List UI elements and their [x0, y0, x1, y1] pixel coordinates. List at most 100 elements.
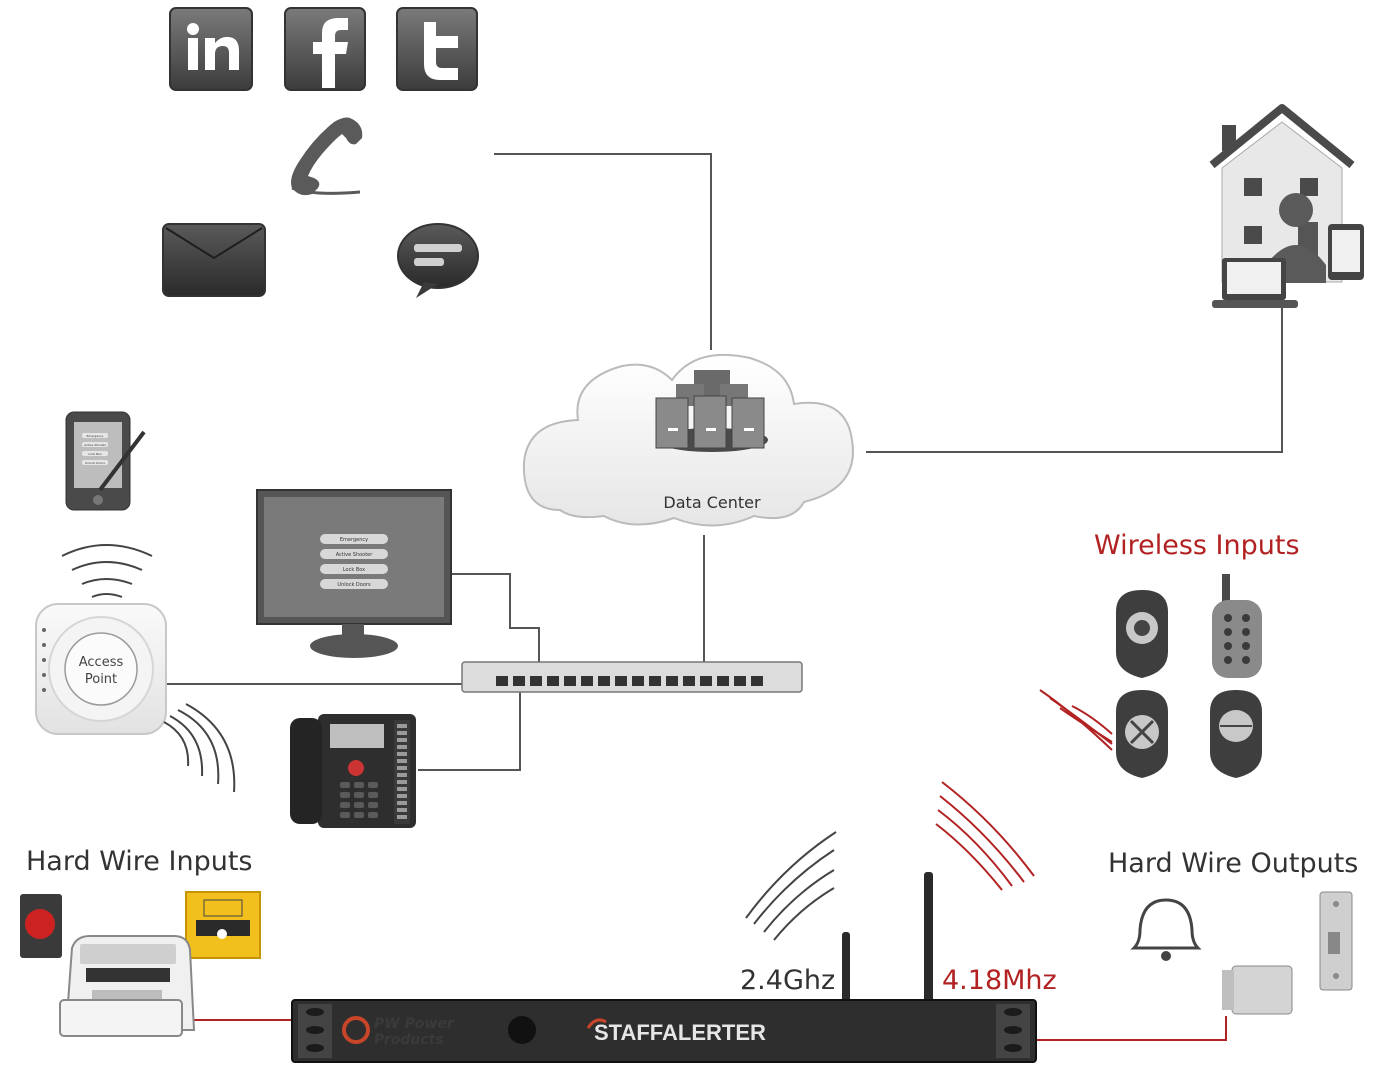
- twitter-icon: [396, 7, 478, 91]
- fob-key: [1242, 614, 1250, 622]
- pull-station-icon: [185, 891, 261, 959]
- monitor-device: [256, 489, 452, 658]
- hard-wire-inputs-label: Hard Wire Inputs: [26, 846, 253, 877]
- switch-port: [598, 676, 610, 686]
- hard-wire-outputs-label: Hard Wire Outputs: [1108, 848, 1359, 879]
- phone-side-key: [397, 787, 407, 791]
- switch-port: [632, 676, 644, 686]
- wifi-signal-icon: [61, 544, 153, 598]
- phone-handset-icon: [291, 117, 363, 196]
- switch-ports: [496, 676, 763, 686]
- monitor-button-4: Unlock Doors: [337, 582, 371, 588]
- phone-key: [340, 812, 350, 818]
- pda-button-2: Active Shooter: [84, 443, 107, 447]
- fob-key: [1242, 656, 1250, 664]
- hard-wire-outputs-group: [1130, 891, 1353, 1015]
- frequency-4-18mhz-label: 4.18Mhz: [942, 965, 1057, 996]
- phone-key: [354, 812, 364, 818]
- fob-key: [1242, 642, 1250, 650]
- bell-icon: [1130, 898, 1202, 961]
- weather-radio-icon: [59, 935, 196, 1037]
- signal-red-icon: [935, 781, 1035, 891]
- phone-side-key: [397, 801, 407, 805]
- phone-key: [368, 792, 378, 798]
- data-center-label: Data Center: [663, 493, 761, 512]
- server-stack-icon: [655, 370, 765, 449]
- wireless-signal-red-icon: [1039, 689, 1113, 751]
- fob-key: [1224, 628, 1232, 636]
- access-point-device: [35, 544, 236, 793]
- access-point-label-line1: Access: [79, 655, 124, 670]
- line-comms-to-cloud: [494, 153, 712, 350]
- hard-wire-lines: [186, 1016, 1227, 1041]
- keyfob-oval-button-icon: [1210, 690, 1262, 778]
- frequency-2-4ghz-label: 2.4Ghz: [740, 965, 836, 996]
- phone-key: [368, 812, 378, 818]
- sms-bubble-icon: [397, 223, 479, 298]
- maglock-icon: [1222, 965, 1293, 1015]
- switch-port: [683, 676, 695, 686]
- phone-keypad: [340, 782, 378, 818]
- wifi-signal-icon: [163, 703, 236, 793]
- desk-phone-device: [290, 714, 416, 828]
- rack-brand-line2: Products: [374, 1032, 444, 1048]
- switch-port: [513, 676, 525, 686]
- network-switch: [461, 661, 803, 693]
- phone-key: [340, 792, 350, 798]
- phone-side-key: [397, 815, 407, 819]
- phone-side-key: [397, 738, 407, 742]
- rack-product-name: STAFFALERTER: [594, 1020, 766, 1045]
- keyfob-keypad-icon: [1212, 574, 1262, 678]
- monitor-button-1: Emergency: [340, 537, 368, 543]
- pda-button-4: Unlock Doors: [85, 461, 105, 465]
- connection-lines: [166, 153, 1283, 771]
- fob-key: [1242, 628, 1250, 636]
- wireless-inputs-group: [1039, 574, 1262, 778]
- phone-key: [354, 792, 364, 798]
- fob-key: [1224, 656, 1232, 664]
- hard-wire-inputs-group: [20, 891, 261, 1037]
- line-rack-to-outputs: [1036, 1016, 1227, 1041]
- phone-key: [340, 782, 350, 788]
- wireless-inputs-label: Wireless Inputs: [1094, 530, 1300, 561]
- phone-side-key: [397, 794, 407, 798]
- keyfob-round-button-icon: [1116, 590, 1168, 678]
- rack-brand-line1: PW Power: [374, 1016, 455, 1032]
- facebook-icon: [284, 7, 366, 91]
- phone-key: [368, 782, 378, 788]
- pda-button-1: Emergency: [87, 434, 104, 438]
- phone-key: [354, 802, 364, 808]
- switch-port: [734, 676, 746, 686]
- monitor-button-2: Active Shooter: [336, 552, 374, 558]
- pda-device: [65, 411, 146, 511]
- phone-side-key: [397, 759, 407, 763]
- access-point-label-line2: Point: [85, 672, 117, 687]
- panic-button-icon: [20, 894, 62, 958]
- switch-port: [615, 676, 627, 686]
- switch-port: [564, 676, 576, 686]
- phone-side-key: [397, 808, 407, 812]
- door-strike-icon: [1319, 891, 1353, 991]
- switch-port: [717, 676, 729, 686]
- switch-port: [700, 676, 712, 686]
- switch-port: [666, 676, 678, 686]
- monitor-button-3: Lock Box: [343, 567, 365, 573]
- phone-key: [340, 802, 350, 808]
- fob-key: [1224, 642, 1232, 650]
- email-envelope-icon: [162, 223, 266, 297]
- switch-port: [581, 676, 593, 686]
- switch-port: [649, 676, 661, 686]
- line-monitor-to-switch: [452, 573, 540, 672]
- switch-port: [530, 676, 542, 686]
- phone-side-key: [397, 780, 407, 784]
- switch-port: [751, 676, 763, 686]
- phone-side-key: [397, 745, 407, 749]
- staffalerter-rack-unit: [291, 999, 1037, 1063]
- phone-key: [354, 782, 364, 788]
- phone-side-key: [397, 752, 407, 756]
- home-user-icon: [1209, 104, 1364, 308]
- phone-side-key: [397, 766, 407, 770]
- phone-side-key: [397, 731, 407, 735]
- signal-gray-icon: [745, 831, 837, 941]
